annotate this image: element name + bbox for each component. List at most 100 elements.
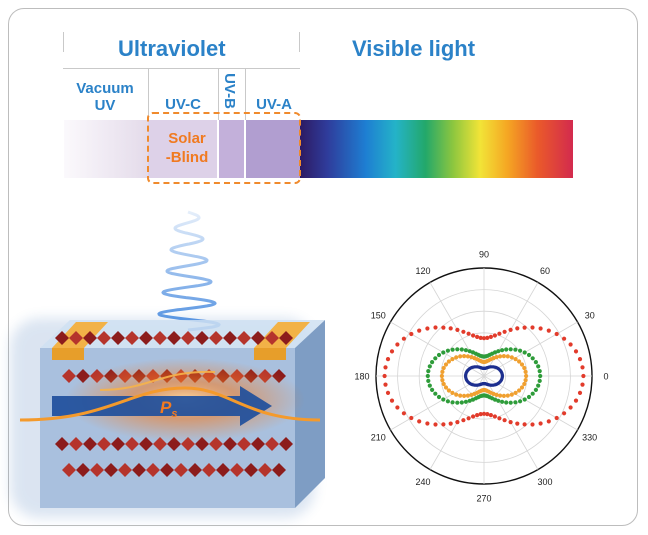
- polar-data-point: [496, 349, 501, 354]
- polar-data-point: [469, 355, 474, 360]
- octahedron-icon: [55, 331, 69, 345]
- polar-data-point: [481, 336, 487, 341]
- polar-data-point: [448, 326, 453, 331]
- polar-data-point: [500, 399, 505, 404]
- polar-data-point: [478, 412, 483, 417]
- octahedron-icon: [111, 331, 125, 345]
- octahedron-icon: [279, 331, 293, 345]
- polar-data-point: [455, 327, 460, 332]
- polar-data-point: [492, 414, 497, 419]
- octahedron-icon: [118, 463, 132, 477]
- vacuum-uv-label-line2: UV: [94, 97, 116, 114]
- polar-data-point: [537, 378, 542, 383]
- polar-data-point: [463, 348, 468, 353]
- octahedron-icon: [251, 331, 265, 345]
- polar-data-point: [498, 393, 503, 398]
- vacuum-uv-band: [64, 120, 148, 178]
- polar-data-point: [562, 411, 567, 416]
- polar-data-point: [446, 388, 451, 393]
- polar-data-point: [504, 347, 509, 352]
- polar-data-point: [466, 331, 471, 336]
- polar-data-point: [501, 393, 506, 398]
- polar-data-point: [508, 327, 513, 332]
- polar-data-point: [492, 397, 498, 402]
- polar-data-point: [458, 354, 463, 359]
- polar-data-point: [395, 405, 400, 410]
- polar-data-point: [443, 385, 449, 390]
- octahedron-icon: [62, 463, 76, 477]
- octahedron-icon: [265, 437, 279, 451]
- polar-data-point: [436, 394, 442, 400]
- polar-data-point: [522, 397, 527, 402]
- polar-angle-tick-label: 210: [371, 433, 386, 443]
- polar-angle-tick-label: 240: [415, 477, 430, 487]
- polar-data-point: [450, 347, 455, 352]
- polar-data-point: [461, 418, 466, 423]
- glow-trail-upper: [99, 370, 216, 391]
- polar-data-point: [513, 390, 518, 395]
- polar-data-point: [430, 387, 435, 392]
- octahedron-icon: [97, 437, 111, 451]
- octahedron-icon: [230, 463, 244, 477]
- polar-data-point: [517, 359, 522, 364]
- visible-light-band: [300, 120, 573, 178]
- polar-data-point: [461, 329, 466, 334]
- polar-angle-tick-label: 300: [537, 477, 552, 487]
- polar-data-series: [382, 325, 586, 427]
- octahedron-icon: [181, 331, 195, 345]
- polar-data-point: [383, 365, 388, 370]
- polar-data-point: [494, 392, 499, 397]
- uvc-band: [148, 120, 218, 178]
- polar-data-point: [502, 329, 507, 334]
- octahedron-icon: [104, 463, 118, 477]
- polar-data-point: [580, 365, 585, 370]
- polar-data-point: [389, 398, 395, 403]
- polar-data-point: [445, 348, 450, 353]
- polar-data-point: [465, 354, 470, 359]
- polar-data-point: [577, 357, 583, 362]
- octahedron-icon: [83, 437, 97, 451]
- polar-data-point: [501, 354, 506, 359]
- octahedron-icon: [244, 463, 258, 477]
- polar-data-point: [580, 382, 585, 387]
- polar-data-point: [573, 349, 579, 354]
- electrode-left-edge: [52, 348, 84, 360]
- polar-data-point: [440, 378, 445, 383]
- polar-data-point: [538, 326, 543, 331]
- polar-data-point: [458, 393, 463, 398]
- polar-data-point: [533, 360, 539, 365]
- polar-data-point: [441, 422, 446, 427]
- polar-data-point: [536, 364, 541, 369]
- polar-data-point: [515, 326, 520, 331]
- polar-data-point: [577, 390, 583, 395]
- polar-grid-spoke: [483, 321, 578, 377]
- polar-data-point: [581, 373, 586, 379]
- polar-data-point: [508, 420, 513, 425]
- polar-data-point: [522, 422, 527, 427]
- octahedron-icon: [202, 463, 216, 477]
- polar-data-point: [401, 336, 406, 341]
- uvc-label: UV-C: [165, 96, 201, 113]
- polar-data-point: [470, 350, 476, 355]
- polar-data-point: [538, 421, 543, 426]
- polar-data-point: [389, 349, 395, 354]
- octahedron-icon: [132, 463, 146, 477]
- polar-data-point: [526, 394, 532, 400]
- polar-grid-spoke: [390, 375, 485, 431]
- polar-data-point: [554, 331, 559, 337]
- polar-data-point: [513, 347, 518, 352]
- octahedron-icon: [188, 463, 202, 477]
- polar-angle-tick-label: 330: [582, 433, 597, 443]
- polar-data-point: [455, 400, 460, 405]
- polar-data-point: [478, 335, 483, 340]
- polar-data-point: [496, 398, 501, 403]
- polar-data-point: [530, 356, 535, 361]
- figure-border: [8, 8, 638, 526]
- polar-data-point: [425, 421, 430, 426]
- polar-data-point: [505, 393, 510, 398]
- header-tick-left: [63, 32, 64, 52]
- polar-data-point: [462, 393, 467, 398]
- polar-data-point: [467, 349, 472, 354]
